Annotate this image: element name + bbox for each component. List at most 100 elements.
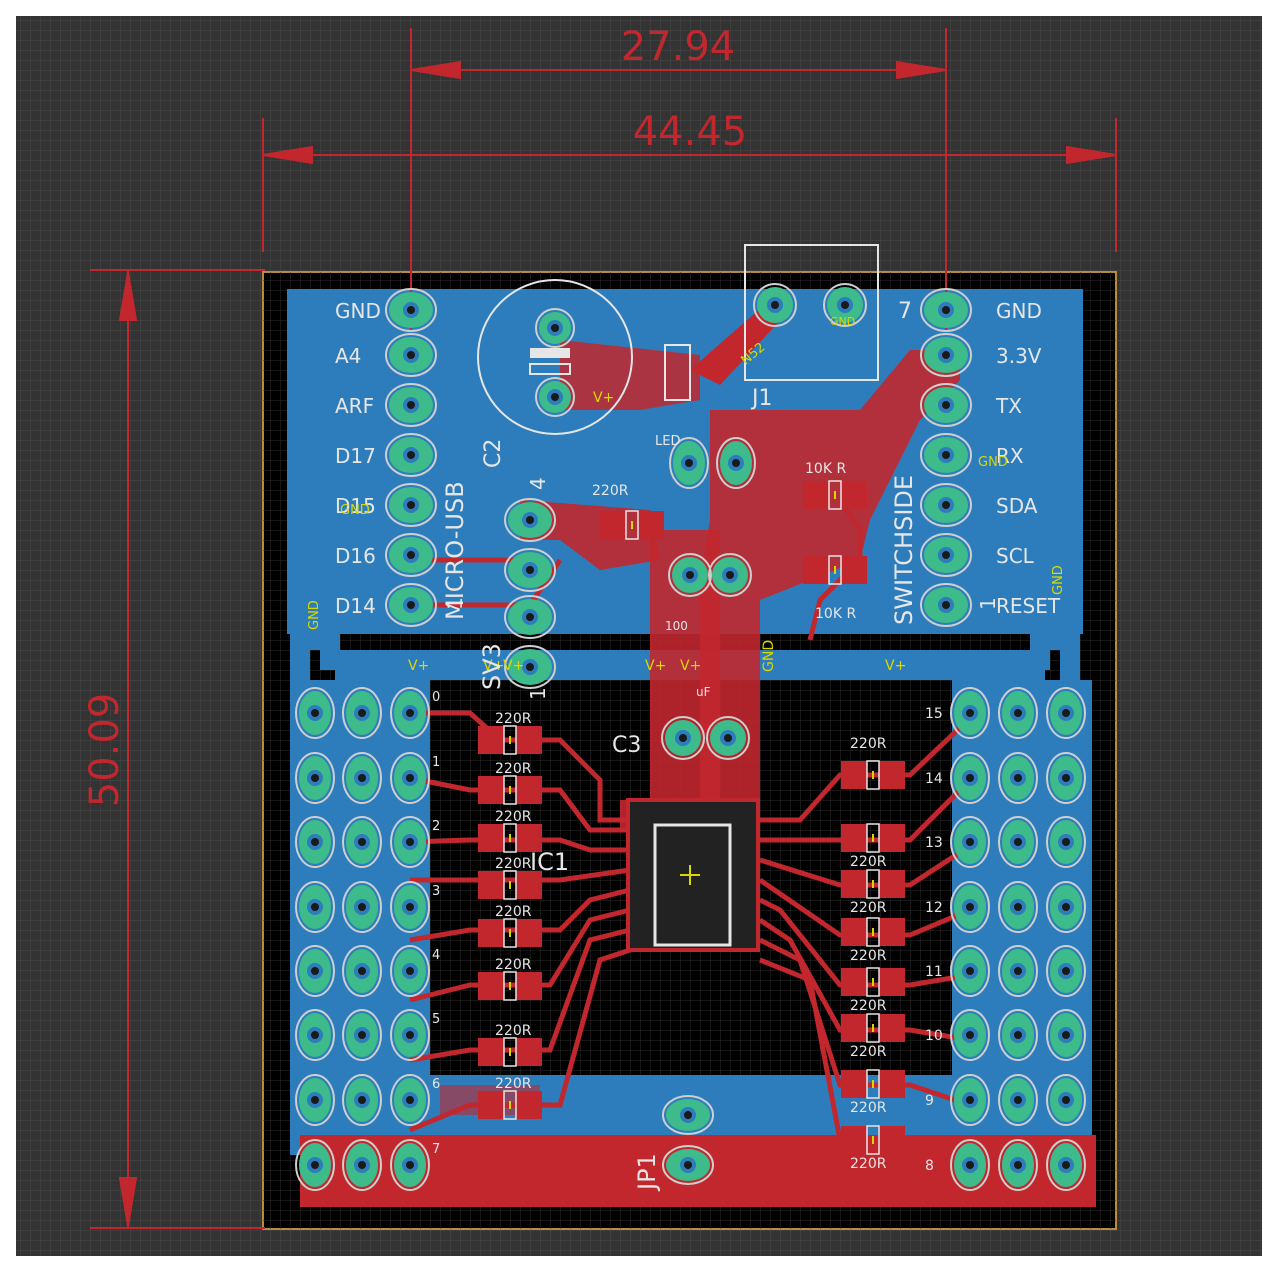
servo-left-signal-pad[interactable] (390, 945, 430, 997)
servo-right-signal-pad[interactable] (950, 945, 990, 997)
servo-right-vplus-pad[interactable] (998, 1009, 1038, 1061)
channel-resistor-left[interactable] (478, 1037, 542, 1067)
channel-resistor-right[interactable] (841, 823, 905, 853)
channel-resistor-right[interactable] (841, 869, 905, 899)
servo-left-signal-pad[interactable] (390, 816, 430, 868)
servo-left-gnd-pad[interactable] (295, 1009, 335, 1061)
servo-right-vplus-pad[interactable] (998, 816, 1038, 868)
channel-resistor-left[interactable] (478, 823, 542, 853)
channel-resistor-right[interactable] (841, 760, 905, 790)
channel-resistor-left[interactable] (478, 725, 542, 755)
servo-right-signal-pad[interactable] (950, 687, 990, 739)
channel-resistor-right[interactable] (841, 1125, 905, 1155)
servo-right-signal-pad[interactable] (950, 752, 990, 804)
channel-resistor-left[interactable] (478, 870, 542, 900)
channel-resistor-left[interactable] (478, 971, 542, 1001)
servo-left-signal-pad[interactable] (390, 1074, 430, 1126)
jp1-pad-2[interactable] (662, 1145, 714, 1185)
servo-left-signal-pad[interactable] (390, 687, 430, 739)
ic1-chip[interactable] (626, 798, 760, 952)
left-header-pad[interactable] (385, 533, 437, 577)
right-header-pad[interactable] (920, 583, 972, 627)
cap-100uf-pad-2[interactable] (708, 553, 752, 597)
servo-right-gnd-pad[interactable] (1046, 687, 1086, 739)
servo-left-vplus-pad[interactable] (342, 1139, 382, 1191)
led-pad-2[interactable] (716, 437, 756, 489)
servo-right-vplus-pad[interactable] (998, 752, 1038, 804)
servo-left-gnd-pad[interactable] (295, 1074, 335, 1126)
left-header-pad[interactable] (385, 383, 437, 427)
servo-right-vplus-pad[interactable] (998, 881, 1038, 933)
right-header-pad[interactable] (920, 533, 972, 577)
resistor-led[interactable] (600, 510, 664, 540)
servo-right-signal-pad[interactable] (950, 1074, 990, 1126)
sv3-pad-4[interactable] (504, 498, 556, 542)
left-header-pad[interactable] (385, 583, 437, 627)
servo-right-gnd-pad[interactable] (1046, 1009, 1086, 1061)
channel-resistor-left[interactable] (478, 775, 542, 805)
sv3-pad-3[interactable] (504, 548, 556, 592)
c3-pad-2[interactable] (706, 716, 750, 760)
servo-right-signal-pad[interactable] (950, 1009, 990, 1061)
servo-left-signal-pad[interactable] (390, 752, 430, 804)
servo-right-signal-pad[interactable] (950, 881, 990, 933)
servo-left-vplus-pad[interactable] (342, 816, 382, 868)
servo-right-gnd-pad[interactable] (1046, 945, 1086, 997)
servo-right-vplus-pad[interactable] (998, 1074, 1038, 1126)
c3-pad-1[interactable] (661, 716, 705, 760)
servo-right-vplus-pad[interactable] (998, 687, 1038, 739)
servo-left-vplus-pad[interactable] (342, 687, 382, 739)
resistor-10k-top[interactable] (803, 480, 867, 510)
servo-left-vplus-pad[interactable] (342, 1009, 382, 1061)
resistor-10k-bottom[interactable] (803, 555, 867, 585)
channel-resistor-left[interactable] (478, 1090, 542, 1120)
servo-left-signal-pad[interactable] (390, 1009, 430, 1061)
servo-right-gnd-pad[interactable] (1046, 1074, 1086, 1126)
servo-right-gnd-pad[interactable] (1046, 1139, 1086, 1191)
servo-left-gnd-pad[interactable] (295, 1139, 335, 1191)
led-pad-1[interactable] (669, 437, 709, 489)
servo-left-vplus-pad[interactable] (342, 752, 382, 804)
j1-connector-outline[interactable] (744, 244, 879, 381)
servo-left-vplus-pad[interactable] (342, 945, 382, 997)
servo-right-vplus-pad[interactable] (998, 1139, 1038, 1191)
channel-resistor-right[interactable] (841, 1069, 905, 1099)
servo-left-gnd-pad[interactable] (295, 752, 335, 804)
right-header-pad[interactable] (920, 333, 972, 377)
servo-left-gnd-pad[interactable] (295, 687, 335, 739)
servo-right-signal-pad[interactable] (950, 1139, 990, 1191)
j1-pad-2[interactable] (823, 283, 867, 327)
servo-left-gnd-pad[interactable] (295, 816, 335, 868)
sv3-pad-1[interactable] (504, 645, 556, 689)
servo-left-signal-pad[interactable] (390, 881, 430, 933)
left-header-pad[interactable] (385, 483, 437, 527)
right-header-pad[interactable] (920, 433, 972, 477)
servo-right-signal-pad[interactable] (950, 816, 990, 868)
servo-right-gnd-pad[interactable] (1046, 816, 1086, 868)
j1-pad-1[interactable] (753, 283, 797, 327)
left-header-pad[interactable] (385, 433, 437, 477)
c2-capacitor[interactable] (477, 279, 691, 435)
jp1-pad-1[interactable] (662, 1095, 714, 1135)
right-header-pad[interactable] (920, 383, 972, 427)
left-header-pad[interactable] (385, 333, 437, 377)
channel-resistor-right[interactable] (841, 1013, 905, 1043)
right-header-pad[interactable] (920, 288, 972, 332)
servo-right-gnd-pad[interactable] (1046, 752, 1086, 804)
servo-right-vplus-pad[interactable] (998, 945, 1038, 997)
servo-right-gnd-pad[interactable] (1046, 881, 1086, 933)
cap-100uf-pad-1[interactable] (668, 553, 712, 597)
servo-left-signal-pad[interactable] (390, 1139, 430, 1191)
c2-pad-2[interactable] (535, 377, 575, 417)
right-header-pad[interactable] (920, 483, 972, 527)
channel-resistor-right[interactable] (841, 967, 905, 997)
c2-pad-1[interactable] (535, 308, 575, 348)
channel-resistor-left[interactable] (478, 918, 542, 948)
servo-left-vplus-pad[interactable] (342, 881, 382, 933)
channel-resistor-right[interactable] (841, 917, 905, 947)
servo-left-gnd-pad[interactable] (295, 945, 335, 997)
sv3-pad-2[interactable] (504, 595, 556, 639)
servo-left-gnd-pad[interactable] (295, 881, 335, 933)
servo-left-vplus-pad[interactable] (342, 1074, 382, 1126)
